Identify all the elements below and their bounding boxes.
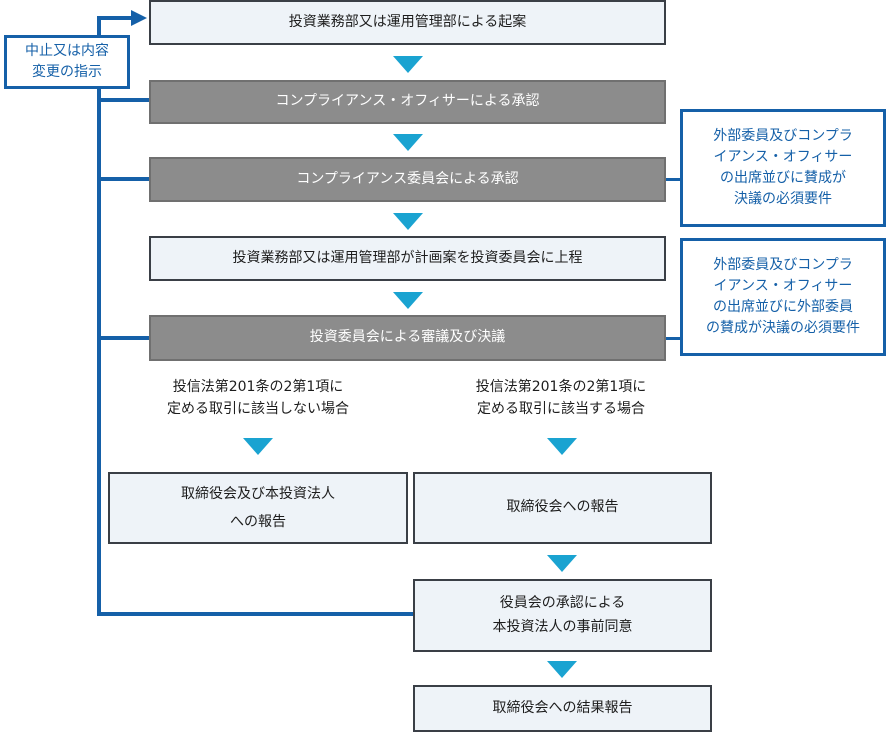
branch-label-not-applicable: 投信法第201条の2第1項に 定める取引に該当しない場合 (167, 379, 349, 418)
left-branch-report: 取締役会及び本投資法人 への報告 (108, 472, 408, 544)
requirement-note-investment-text: 外部委員及びコンプラ イアンス・オフィサー の出席並びに外部委員 の賛成が決議の… (706, 257, 860, 336)
arrow-down-icon (393, 134, 423, 151)
requirement-note-compliance: 外部委員及びコンプラ イアンス・オフィサー の出席並びに賛成が 決議の必須要件 (680, 109, 886, 227)
step-officer-approval-label: コンプライアンス・オフィサーによる承認 (275, 93, 540, 110)
feedback-line-vertical (97, 18, 101, 615)
right-branch-consent-label: 役員会の承認による 本投資法人の事前同意 (492, 594, 633, 635)
right-branch-final-report: 取締役会への結果報告 (413, 685, 712, 732)
right-branch-consent: 役員会の承認による 本投資法人の事前同意 (413, 579, 712, 652)
arrow-down-icon (547, 661, 577, 678)
arrow-down-icon (393, 56, 423, 73)
step-drafting: 投資業務部又は運用管理部による起案 (149, 0, 666, 45)
right-branch-final-report-label: 取締役会への結果報告 (492, 699, 633, 716)
arrow-down-icon (393, 213, 423, 230)
step-committee-approval-label: コンプライアンス委員会による承認 (296, 170, 519, 187)
stop-instruction-text: 中止又は内容 変更の指示 (25, 43, 109, 80)
step-submission: 投資業務部又は運用管理部が計画案を投資委員会に上程 (149, 236, 666, 281)
step-drafting-label: 投資業務部又は運用管理部による起案 (288, 13, 527, 30)
feedback-line-step3 (97, 177, 150, 181)
arrow-down-icon (547, 438, 577, 455)
step-investment-resolution: 投資委員会による審議及び決議 (149, 315, 666, 361)
feedback-line-step5 (97, 336, 150, 340)
requirement-note-compliance-text: 外部委員及びコンプラ イアンス・オフィサー の出席並びに賛成が 決議の必須要件 (713, 128, 853, 207)
feedback-arrowhead (131, 10, 147, 26)
feedback-line-bottom (97, 612, 413, 616)
right-branch-report: 取締役会への報告 (413, 472, 712, 544)
stop-instruction-note: 中止又は内容 変更の指示 (4, 35, 130, 89)
feedback-line-top (97, 16, 133, 20)
connector-investment-note (666, 337, 682, 340)
arrow-down-icon (243, 438, 273, 455)
feedback-line-step2 (97, 98, 150, 102)
branch-label-applicable: 投信法第201条の2第1項に 定める取引に該当する場合 (475, 379, 647, 418)
step-officer-approval: コンプライアンス・オフィサーによる承認 (149, 80, 666, 124)
step-investment-resolution-label: 投資委員会による審議及び決議 (309, 329, 506, 346)
step-submission-label: 投資業務部又は運用管理部が計画案を投資委員会に上程 (232, 249, 583, 266)
arrow-down-icon (393, 292, 423, 309)
right-branch-report-label: 取締役会への報告 (506, 499, 619, 516)
connector-compliance-note (666, 178, 682, 181)
arrow-down-icon (547, 555, 577, 572)
step-committee-approval: コンプライアンス委員会による承認 (149, 157, 666, 202)
left-branch-report-label: 取締役会及び本投資法人 への報告 (181, 486, 335, 530)
requirement-note-investment: 外部委員及びコンプラ イアンス・オフィサー の出席並びに外部委員 の賛成が決議の… (680, 238, 886, 356)
